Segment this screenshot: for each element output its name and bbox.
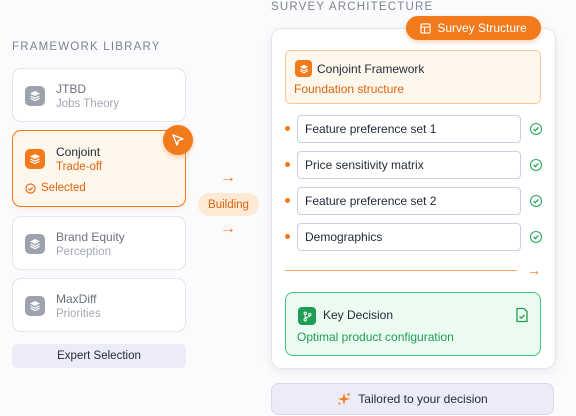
- bullet-dot: [285, 234, 290, 239]
- framework-title: Conjoint Framework: [317, 62, 425, 76]
- framework-card-brand-equity[interactable]: Brand Equity Perception: [12, 216, 186, 270]
- survey-item[interactable]: Feature preference set 2: [297, 187, 521, 215]
- bullet-dot: [285, 126, 290, 131]
- check-circle-icon: [530, 123, 542, 135]
- survey-item[interactable]: Demographics: [297, 223, 521, 251]
- framework-card-title: JTBD: [56, 82, 86, 96]
- check-circle-icon: [25, 182, 36, 194]
- survey-item[interactable]: Price sensitivity matrix: [297, 151, 521, 179]
- survey-architecture-title: SURVEY ARCHITECTURE: [271, 1, 434, 13]
- framework-card-title: MaxDiff: [56, 292, 97, 306]
- framework-library-title: FRAMEWORK LIBRARY: [12, 41, 161, 53]
- layout-icon: [420, 22, 431, 34]
- selected-label: Selected: [41, 182, 86, 194]
- framework-card-subtitle: Trade-off: [56, 161, 103, 173]
- layers-icon: [295, 60, 312, 77]
- check-circle-icon: [530, 231, 542, 243]
- framework-card-conjoint[interactable]: Conjoint Trade-off Selected: [12, 130, 186, 207]
- survey-structure-label: Survey Structure: [437, 21, 527, 35]
- arrow-right-icon: →: [220, 169, 236, 186]
- git-branch-icon: [298, 307, 316, 325]
- expert-selection-button[interactable]: Expert Selection: [12, 344, 186, 368]
- framework-card-title: Brand Equity: [56, 230, 125, 244]
- bullet-dot: [285, 162, 290, 167]
- arrow-right-icon: →: [220, 220, 236, 237]
- tailored-banner: Tailored to your decision: [271, 383, 554, 415]
- framework-card-title: Conjoint: [56, 145, 101, 159]
- cursor-icon: [163, 125, 193, 155]
- layers-icon: [25, 296, 45, 316]
- document-check-icon: [515, 307, 529, 328]
- survey-structure-badge: Survey Structure: [406, 16, 541, 40]
- selected-status: Selected: [25, 182, 86, 194]
- framework-subtitle: Foundation structure: [294, 82, 405, 96]
- sparkle-icon: [338, 393, 351, 405]
- tailored-label: Tailored to your decision: [358, 392, 488, 406]
- building-badge: Building: [198, 193, 259, 216]
- check-circle-icon: [530, 159, 542, 171]
- check-circle-icon: [530, 195, 542, 207]
- arrow-right-icon: →: [527, 262, 541, 278]
- survey-item[interactable]: Feature preference set 1: [297, 115, 521, 143]
- layers-icon: [25, 86, 45, 106]
- framework-card-subtitle: Priorities: [56, 308, 101, 320]
- layers-icon: [25, 149, 45, 169]
- flow-divider: [285, 270, 517, 271]
- framework-card-subtitle: Jobs Theory: [56, 98, 120, 110]
- key-decision-subtitle: Optimal product configuration: [297, 330, 454, 344]
- framework-card-maxdiff[interactable]: MaxDiff Priorities: [12, 278, 186, 332]
- framework-card-subtitle: Perception: [56, 246, 111, 258]
- key-decision-title: Key Decision: [323, 308, 394, 322]
- framework-card-jtbd[interactable]: JTBD Jobs Theory: [12, 68, 186, 122]
- layers-icon: [25, 234, 45, 254]
- conjoint-framework-box: Conjoint Framework Foundation structure: [285, 50, 541, 104]
- key-decision-box: Key Decision Optimal product configurati…: [285, 292, 541, 356]
- bullet-dot: [285, 198, 290, 203]
